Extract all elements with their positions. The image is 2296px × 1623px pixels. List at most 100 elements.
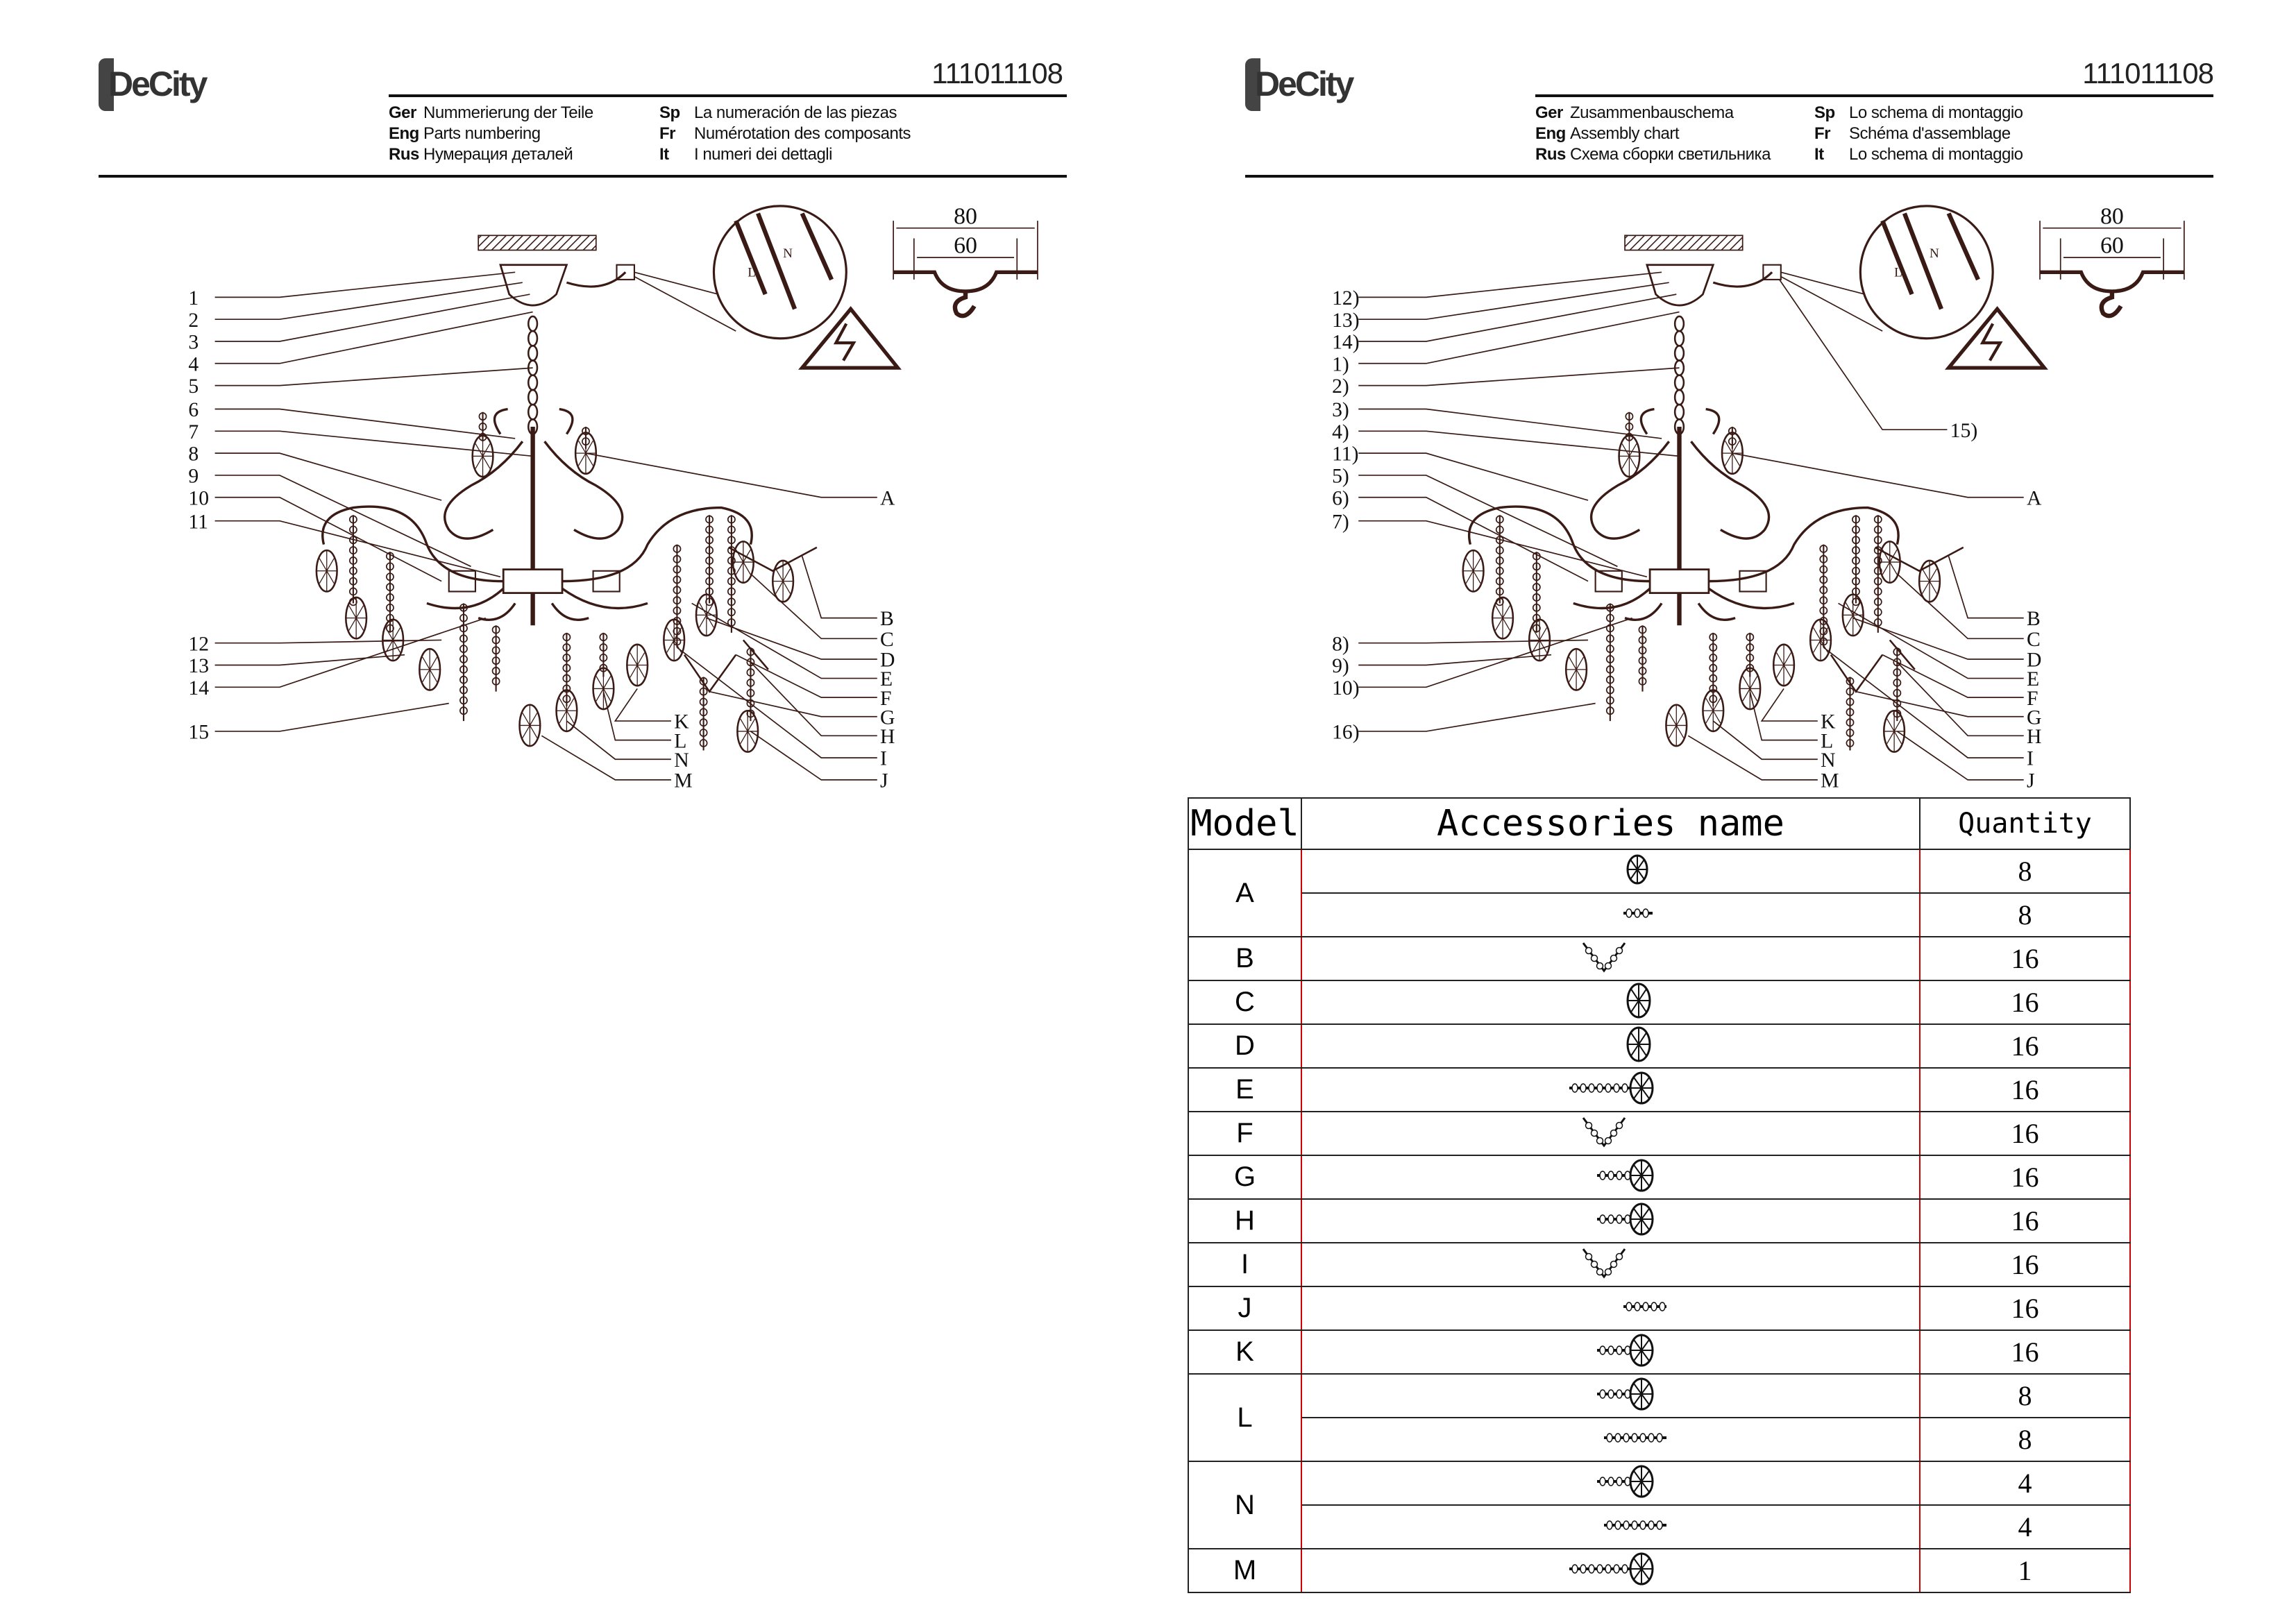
part-label: 3: [188, 332, 199, 354]
model-cell: K: [1188, 1329, 1302, 1375]
model-cell: B: [1188, 936, 1302, 981]
leader-line: [214, 282, 523, 321]
chain-drop-icon: [1596, 1334, 1653, 1367]
leader-line: [691, 602, 877, 679]
accessory-cell: [1301, 1111, 1921, 1156]
wire-label-l: L: [1894, 266, 1902, 280]
quantity-cell: 8: [1919, 892, 2131, 937]
model-cell: H: [1188, 1198, 1302, 1243]
leader-line: [214, 617, 487, 688]
quantity-cell: 16: [1919, 1111, 2131, 1156]
accessory-label: M: [674, 770, 692, 792]
v-chain-icon: [1582, 1117, 1626, 1148]
central-body: [1648, 568, 1710, 594]
part-label: 13: [188, 655, 209, 677]
document-number: 111011108: [931, 57, 1063, 90]
header-rule: [1535, 94, 2213, 97]
decorative-arm: [562, 506, 753, 583]
decorative-arm: [550, 602, 589, 621]
ceiling-hatch: [478, 235, 597, 251]
quantity-cell: 1: [1919, 1548, 2131, 1593]
chain-link: [1673, 345, 1685, 362]
leader-line: [1358, 520, 1648, 578]
leader-line: [1358, 702, 1596, 732]
leader-line: [1358, 496, 1589, 582]
part-label: 13): [1332, 309, 1360, 332]
decorative-arm: [493, 407, 508, 435]
leader-line: [1358, 475, 1618, 568]
accessory-cell: [1301, 1242, 1921, 1287]
leader-line: [1855, 690, 2024, 717]
leader-line: [1358, 282, 1669, 321]
chain-drop-icon: [1596, 1377, 1653, 1411]
accessory-label: H: [2027, 726, 2041, 748]
part-label: 4: [188, 353, 199, 375]
chain-link: [527, 374, 539, 391]
part-label: 9: [188, 466, 199, 488]
beads-long-icon: [1603, 1433, 1666, 1443]
brand-logo: DeCity: [1245, 58, 1370, 111]
leader-line: [214, 367, 533, 386]
decorative-arm: [321, 505, 504, 583]
header-accessories-name: Accessories name: [1301, 797, 1921, 850]
part-label: 2): [1332, 375, 1349, 398]
chain-link: [1673, 389, 1685, 406]
part-label: 5: [188, 375, 199, 398]
dimension-outer: 80: [2100, 203, 2124, 229]
decorative-arm: [1707, 587, 1795, 610]
decorative-arm: [559, 407, 574, 435]
leader-line: [214, 639, 442, 644]
decorative-arm: [1708, 506, 1900, 583]
leader-line: [1882, 654, 2024, 699]
electric-warning-icon: [798, 306, 902, 370]
model-cell: J: [1188, 1286, 1302, 1331]
drop-small-icon: [1626, 854, 1648, 885]
model-cell: G: [1188, 1155, 1302, 1200]
leader-line: [750, 731, 877, 781]
part-label: 12): [1332, 287, 1360, 309]
part-label-cable: 15): [1950, 420, 1978, 442]
quantity-cell: 4: [1919, 1504, 2131, 1549]
part-label: 3): [1332, 399, 1349, 421]
part-label: 1): [1332, 353, 1349, 375]
leader-line: [1358, 408, 1662, 439]
leader-line: [1712, 720, 1818, 760]
chain-link: [1673, 315, 1685, 332]
v-chain-icon: [1582, 942, 1626, 973]
accessory-cell: [1301, 1504, 1921, 1549]
lamp-holder: [592, 570, 621, 593]
leader-line: [706, 617, 877, 660]
leader-line: [1760, 688, 1818, 722]
leader-line: [1823, 647, 2024, 758]
accessory-label: I: [2027, 748, 2034, 770]
part-label: 7): [1332, 511, 1349, 533]
leader-line: [801, 556, 877, 619]
leader-line: [214, 520, 501, 578]
model-cell: A: [1188, 849, 1302, 937]
part-label: 11): [1332, 443, 1358, 466]
chain-long-drop-icon: [1569, 1071, 1653, 1105]
leader-line: [214, 311, 533, 364]
quantity-cell: 8: [1919, 1417, 2131, 1462]
model-cell: M: [1188, 1548, 1302, 1593]
chain-link: [1673, 403, 1685, 420]
accessory-label: J: [880, 770, 888, 792]
chain-link: [1673, 330, 1685, 347]
decorative-arm: [562, 587, 648, 610]
accessory-label: E: [2027, 668, 2039, 690]
dimension-inner: 60: [954, 233, 977, 259]
leader-line: [709, 690, 877, 717]
ceiling-hatch: [1624, 235, 1744, 251]
part-label: 14): [1332, 332, 1360, 354]
dimension-inner: 60: [2100, 233, 2124, 259]
part-label: 8): [1332, 633, 1349, 655]
accessory-cell: [1301, 1023, 1921, 1069]
